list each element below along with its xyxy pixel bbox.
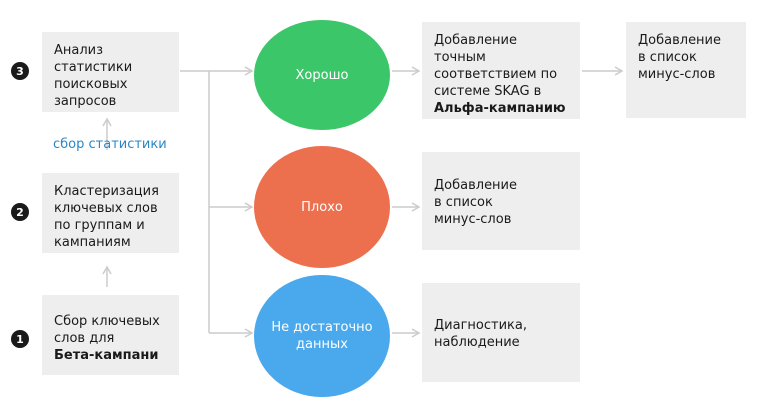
outcome-good-label: Хорошо [295, 67, 349, 83]
result-line: минус-слов [638, 67, 716, 82]
step-line: Сбор ключевых [54, 314, 160, 329]
step-line: запросов [54, 94, 117, 109]
step-line: статистики [54, 60, 133, 75]
stat-collection-label: сбор статистики [53, 137, 167, 152]
result-line: наблюдение [434, 335, 520, 350]
step-line: поисковых [54, 77, 128, 92]
step-box-collection: Сбор ключевых слов для Бета-кампани [42, 295, 179, 375]
step-line: по группам и [54, 218, 145, 233]
result-box-bad: Добавление в список минус-слов [422, 152, 580, 250]
step-line: ключевых слов [54, 201, 158, 216]
outcome-bad-label: Плохо [301, 199, 343, 215]
outcome-insufficient-label: данных [296, 337, 348, 352]
step-box-analysis: Анализ статистики поисковых запросов [42, 32, 179, 112]
result-line: минус-слов [434, 212, 512, 227]
result-line: Диагностика, [434, 318, 527, 333]
result-line: точным [434, 50, 486, 65]
step-line: кампаниям [54, 235, 131, 250]
outcome-insufficient-label: Не достаточно [271, 320, 373, 335]
step-number-2: 2 [11, 203, 29, 221]
outcome-insufficient-circle: Не достаточно данных [254, 275, 390, 397]
result-line: соответствием по [434, 67, 558, 82]
step-box-clustering: Кластеризация ключевых слов по группам и… [42, 173, 179, 253]
step-bold-line: Бета-кампани [54, 348, 159, 363]
step-line: Кластеризация [54, 184, 159, 199]
result-line: Добавление [434, 33, 518, 48]
result-box-good: Добавление точным соответствием по систе… [422, 22, 580, 119]
step-line: слов для [54, 331, 115, 346]
result-line: в список [638, 50, 697, 65]
result-line: Добавление [434, 178, 518, 193]
result-line: системе SKAG в [434, 84, 542, 99]
step-number-1: 1 [11, 330, 29, 348]
outcome-bad-circle: Плохо [254, 146, 390, 268]
result-line: Добавление [638, 33, 722, 48]
step-line: Анализ [54, 43, 104, 58]
step-number-3: 3 [11, 62, 29, 80]
result-box-insufficient: Диагностика, наблюдение [422, 283, 580, 382]
result-line: в список [434, 195, 493, 210]
result-box-good-next: Добавление в список минус-слов [626, 22, 746, 118]
result-bold-line: Альфа-кампанию [434, 101, 566, 116]
outcome-good-circle: Хорошо [254, 20, 390, 130]
